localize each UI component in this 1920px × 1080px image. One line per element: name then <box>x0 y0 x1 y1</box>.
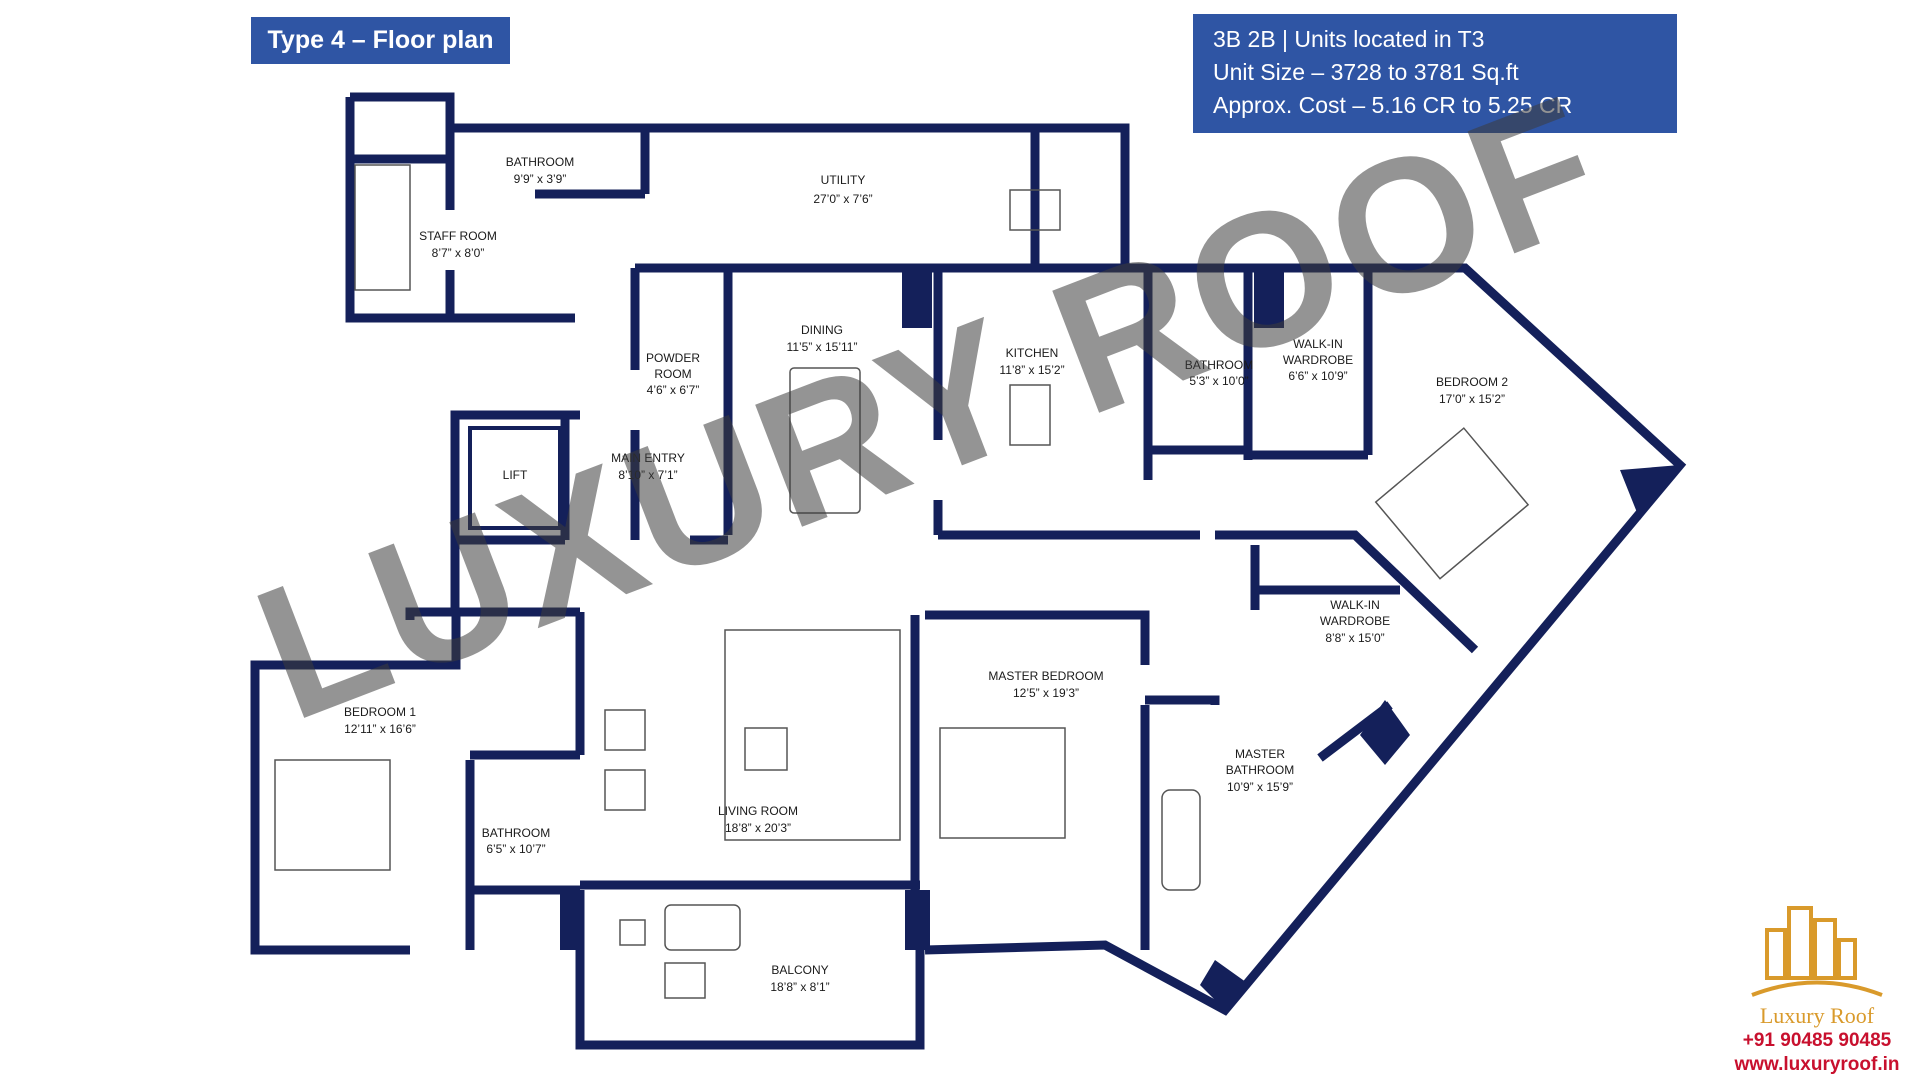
balcony-label: BALCONY <box>771 963 828 977</box>
bedroom-1-label: BEDROOM 1 <box>344 705 416 719</box>
main-entry-label: MAIN ENTRY <box>611 451 685 465</box>
building-logo-icon <box>1751 906 1883 997</box>
dining-label: DINING <box>801 323 843 337</box>
kitchen-label: KITCHEN <box>1006 346 1059 360</box>
walkin-wardrobe-2-size: 6’6” x 10’9” <box>1288 369 1347 383</box>
staff-room-label: STAFF ROOM <box>419 229 497 243</box>
contact-phone: +91 90485 90485 <box>1742 1030 1892 1051</box>
walkin-wardrobe-master-label-line1: WALK-IN <box>1330 598 1380 612</box>
powder-room-label-line1: POWDER <box>646 351 700 365</box>
plan-title: Type 4 – Floor plan <box>251 17 510 64</box>
walls <box>250 92 1687 1050</box>
master-bathroom-label-line1: MASTER <box>1235 747 1285 761</box>
walkin-wardrobe-master-size: 8’8” x 15’0” <box>1325 631 1384 645</box>
unit-cost-text: Approx. Cost – 5.16 CR to 5.25 CR <box>1213 92 1573 118</box>
master-bathroom-label-line2: BATHROOM <box>1226 763 1294 777</box>
kitchen-size: 11’8” x 15’2” <box>999 363 1064 377</box>
living-room-size: 18’8” x 20’3” <box>725 821 791 835</box>
contact-website: www.luxuryroof.in <box>1734 1054 1900 1075</box>
furniture <box>274 164 1530 999</box>
dining-size: 11’5” x 15’11” <box>787 340 858 354</box>
utility-size: 27’0” x 7’6” <box>813 192 872 206</box>
master-bedroom-size: 12’5” x 19’3” <box>1013 686 1079 700</box>
bedroom-2-size: 17’0” x 15’2” <box>1439 392 1505 406</box>
unit-size-text: Unit Size – 3728 to 3781 Sq.ft <box>1213 59 1519 85</box>
walkin-wardrobe-2-label-line1: WALK-IN <box>1293 337 1343 351</box>
staff-room-size: 8’7” x 8’0” <box>432 246 485 260</box>
bedroom-2-label: BEDROOM 2 <box>1436 375 1508 389</box>
bathroom-staff-size: 9’9” x 3’9” <box>514 172 567 186</box>
bathroom-1-size: 6’5” x 10’7” <box>486 842 545 856</box>
walkin-wardrobe-2-label-line2: WARDROBE <box>1283 353 1353 367</box>
luxury-roof-logo: Luxury Roof +91 90485 90485 www.luxuryro… <box>1722 900 1912 1075</box>
logo-brand-name: Luxury Roof <box>1759 1003 1875 1028</box>
utility-label: UTILITY <box>821 173 866 187</box>
room-labels: BATHROOM 9’9” x 3’9” UTILITY 27’0” x 7’6… <box>344 155 1508 994</box>
living-room-label: LIVING ROOM <box>718 804 798 818</box>
bathroom-1-label: BATHROOM <box>482 826 550 840</box>
bathroom-2-size: 5’3” x 10’0” <box>1189 374 1248 388</box>
unit-info-box: 3B 2B | Units located in T3 Unit Size – … <box>1193 14 1677 133</box>
unit-config-text: 3B 2B | Units located in T3 <box>1213 26 1485 52</box>
lift-label: LIFT <box>503 468 528 482</box>
balcony-size: 18’8” x 8’1” <box>770 980 829 994</box>
walkin-wardrobe-master-label-line2: WARDROBE <box>1320 614 1390 628</box>
powder-room-label-line2: ROOM <box>654 367 691 381</box>
bathroom-2-label: BATHROOM <box>1185 358 1253 372</box>
main-entry-size: 8’10” x 7’1” <box>618 468 677 482</box>
powder-room-size: 4’6” x 6’7” <box>647 383 700 397</box>
master-bedroom-label: MASTER BEDROOM <box>988 669 1103 683</box>
bathroom-staff-label: BATHROOM <box>506 155 574 169</box>
bedroom-1-size: 12’11” x 16’6” <box>344 722 416 736</box>
master-bathroom-size: 10’9” x 15’9” <box>1227 780 1293 794</box>
wall-columns <box>560 268 1680 1010</box>
